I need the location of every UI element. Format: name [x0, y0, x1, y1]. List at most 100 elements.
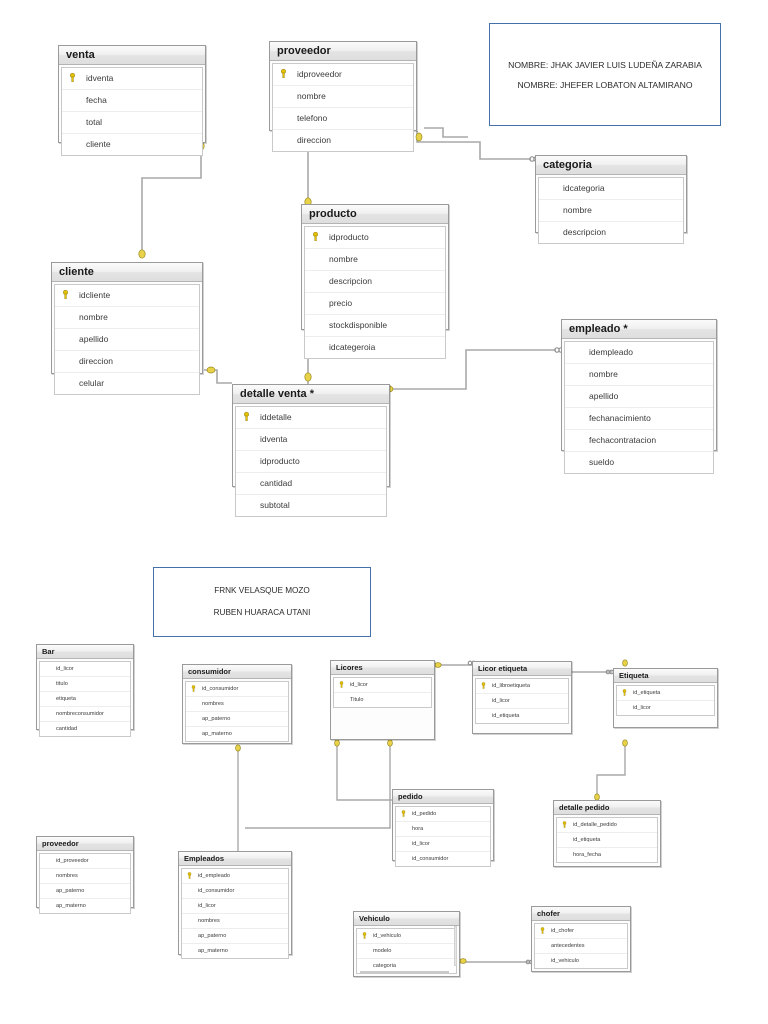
table-proveedor-bar[interactable]: proveedor id_proveedor nombres ap_patern…	[36, 836, 134, 914]
field-row[interactable]: hora_fecha	[557, 848, 657, 862]
field-row[interactable]: cliente	[62, 134, 202, 155]
field-row[interactable]: id_chofer	[535, 924, 627, 939]
field-row[interactable]: nombres	[40, 869, 130, 884]
field-row[interactable]: id_proveedor	[40, 854, 130, 869]
table-bar[interactable]: Bar id_licor titulo etiqueta nombreconsu…	[36, 644, 134, 737]
field-row[interactable]: id_empleado	[182, 869, 288, 884]
field-row[interactable]: id_licor	[334, 678, 431, 693]
field-row[interactable]: idproveedor	[273, 64, 413, 86]
primary-key-icon	[191, 685, 196, 692]
primary-key-icon	[401, 810, 406, 817]
field-row[interactable]: categoria	[357, 959, 456, 973]
field-row[interactable]: celular	[55, 373, 199, 394]
field-row[interactable]: idempleado	[565, 342, 713, 364]
field-label: id_licor	[198, 902, 216, 909]
field-label: titulo	[56, 680, 68, 687]
field-row[interactable]: id_vehiculo	[357, 929, 456, 944]
table-detalle-pedido[interactable]: detalle pedido id_detalle_pedido id_etiq…	[553, 800, 661, 867]
horizontal-scrollbar[interactable]	[360, 971, 449, 973]
field-row[interactable]: stockdisponible	[305, 315, 445, 337]
field-row[interactable]: iddetalle	[236, 407, 386, 429]
field-row[interactable]: idventa	[62, 68, 202, 90]
field-row[interactable]: idcliente	[55, 285, 199, 307]
table-detalle-venta[interactable]: detalle venta * iddetalle idventa idprod…	[232, 384, 390, 517]
field-row[interactable]: ap_paterno	[186, 712, 288, 727]
field-row[interactable]: nombre	[565, 364, 713, 386]
field-row[interactable]: id_licor	[40, 662, 130, 677]
table-venta[interactable]: venta idventa fecha total cliente	[58, 45, 206, 156]
field-row[interactable]: Titulo	[334, 693, 431, 707]
table-empleados[interactable]: Empleados id_empleado id_consumidor id_l…	[178, 851, 292, 959]
field-row[interactable]: cantidad	[40, 722, 130, 736]
field-row[interactable]: id_detalle_pedido	[557, 818, 657, 833]
field-row[interactable]: idcategoria	[539, 178, 683, 200]
field-row[interactable]: id_etiqueta	[557, 833, 657, 848]
field-row[interactable]: apellido	[55, 329, 199, 351]
field-row[interactable]: sueldo	[565, 452, 713, 473]
field-row[interactable]: id_licor	[396, 837, 490, 852]
field-row[interactable]: fechanacimiento	[565, 408, 713, 430]
table-chofer[interactable]: chofer id_chofer antecedentes id_vehicul…	[531, 906, 631, 972]
field-row[interactable]: fecha	[62, 90, 202, 112]
field-row[interactable]: total	[62, 112, 202, 134]
field-row[interactable]: nombre	[273, 86, 413, 108]
field-row[interactable]: apellido	[565, 386, 713, 408]
field-row[interactable]: idventa	[236, 429, 386, 451]
nota-line: RUBEN HUARACA UTANI	[213, 608, 311, 617]
field-row[interactable]: modelo	[357, 944, 456, 959]
field-row[interactable]: nombre	[55, 307, 199, 329]
vertical-scrollbar[interactable]	[454, 926, 457, 966]
table-vehiculo[interactable]: Vehiculo id_vehiculo modelo categoria	[353, 911, 460, 977]
field-row[interactable]: descripcion	[305, 271, 445, 293]
field-row[interactable]: ap_paterno	[40, 884, 130, 899]
field-row[interactable]: nombres	[182, 914, 288, 929]
field-row[interactable]: nombre	[305, 249, 445, 271]
field-row[interactable]: direccion	[55, 351, 199, 373]
field-row[interactable]: ap_materno	[40, 899, 130, 913]
field-row[interactable]: id_licor	[617, 701, 714, 715]
field-row[interactable]: id_etiqueta	[476, 709, 568, 723]
table-etiqueta[interactable]: Etiqueta id_etiqueta id_licor	[613, 668, 718, 728]
table-cliente[interactable]: cliente idcliente nombre apellido direcc…	[51, 262, 203, 395]
field-row[interactable]: idproducto	[236, 451, 386, 473]
field-row[interactable]: id_consumidor	[396, 852, 490, 866]
field-row[interactable]: nombres	[186, 697, 288, 712]
primary-key-icon	[562, 821, 567, 828]
field-row[interactable]: antecedentes	[535, 939, 627, 954]
field-row[interactable]: direccion	[273, 130, 413, 151]
table-licor-etiqueta[interactable]: Licor etiqueta id_libroetiqueta id_licor…	[472, 661, 572, 734]
field-list: idcategoria nombre descripcion	[538, 177, 684, 244]
field-row[interactable]: precio	[305, 293, 445, 315]
field-row[interactable]: etiqueta	[40, 692, 130, 707]
field-row[interactable]: subtotal	[236, 495, 386, 516]
field-row[interactable]: descripcion	[539, 222, 683, 243]
field-row[interactable]: id_vehiculo	[535, 954, 627, 968]
table-categoria[interactable]: categoria idcategoria nombre descripcion	[535, 155, 687, 244]
field-row[interactable]: idproducto	[305, 227, 445, 249]
field-row[interactable]: titulo	[40, 677, 130, 692]
field-row[interactable]: hora	[396, 822, 490, 837]
field-row[interactable]: nombre	[539, 200, 683, 222]
field-row[interactable]: ap_materno	[182, 944, 288, 958]
field-row[interactable]: cantidad	[236, 473, 386, 495]
field-row[interactable]: id_licor	[476, 694, 568, 709]
field-row[interactable]: id_consumidor	[186, 682, 288, 697]
table-pedido[interactable]: pedido id_pedido hora id_licor id_consum…	[392, 789, 494, 867]
field-label: id_licor	[492, 697, 510, 704]
field-row[interactable]: id_pedido	[396, 807, 490, 822]
field-row[interactable]: id_consumidor	[182, 884, 288, 899]
field-row[interactable]: id_libroetiqueta	[476, 679, 568, 694]
field-row[interactable]: idcategeroia	[305, 337, 445, 358]
field-row[interactable]: ap_paterno	[182, 929, 288, 944]
field-row[interactable]: ap_materno	[186, 727, 288, 741]
field-row[interactable]: fechacontratacion	[565, 430, 713, 452]
table-licores[interactable]: Licores id_licor Titulo	[330, 660, 435, 740]
table-empleado[interactable]: empleado * idempleado nombre apellido fe…	[561, 319, 717, 474]
table-consumidor[interactable]: consumidor id_consumidor nombres ap_pate…	[182, 664, 292, 744]
field-row[interactable]: telefono	[273, 108, 413, 130]
field-row[interactable]: id_licor	[182, 899, 288, 914]
field-row[interactable]: nombreconsumidor	[40, 707, 130, 722]
table-producto[interactable]: producto idproducto nombre descripcion p…	[301, 204, 449, 359]
table-proveedor[interactable]: proveedor idproveedor nombre telefono di…	[269, 41, 417, 152]
field-row[interactable]: id_etiqueta	[617, 686, 714, 701]
